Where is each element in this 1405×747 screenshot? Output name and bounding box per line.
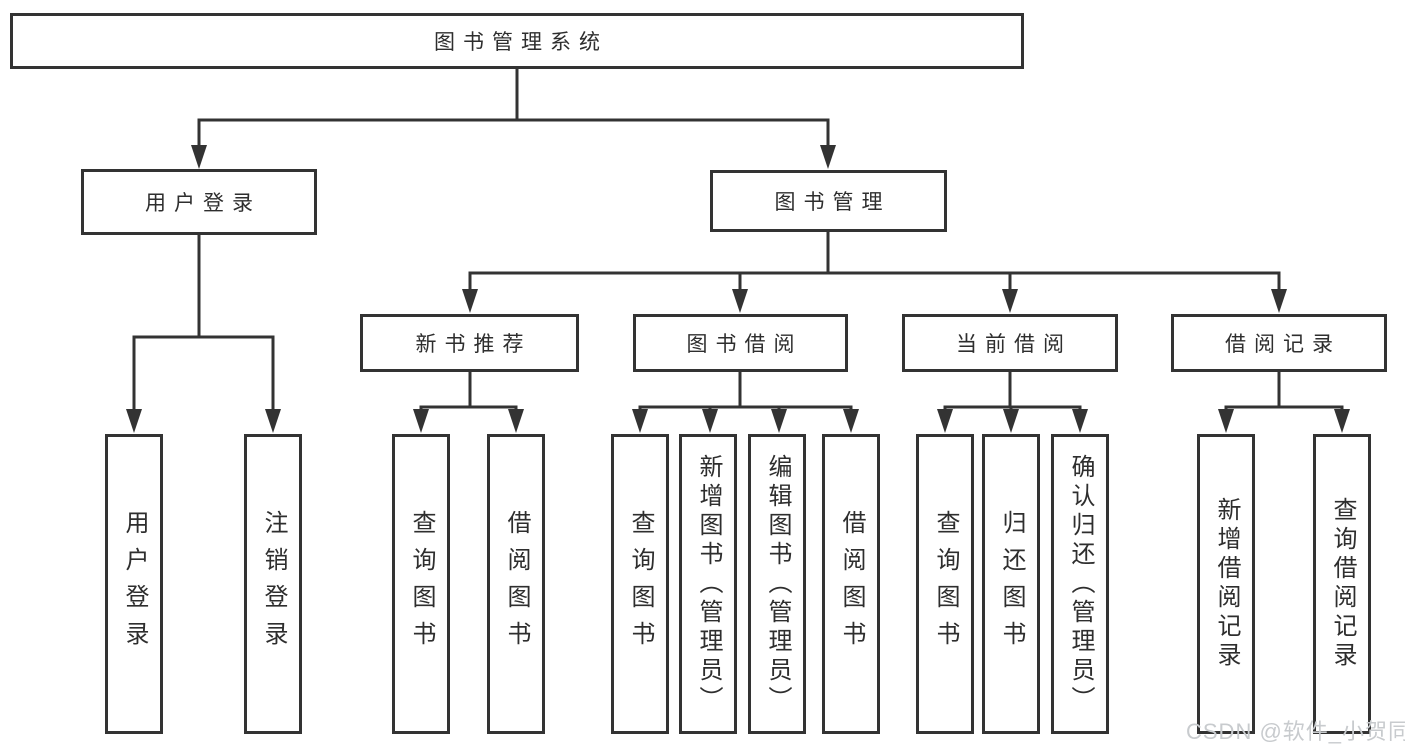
node-leaf-query-book-a: 查询图书 — [392, 434, 450, 734]
node-label-new-book-recommend: 新书推荐 — [415, 333, 532, 356]
node-label-leaf-edit-book: 编辑图书（管理员） — [764, 453, 791, 715]
node-label-leaf-query-book-a: 查询图书 — [408, 510, 435, 658]
node-book-management: 图书管理 — [710, 170, 947, 232]
node-leaf-return-book: 归还图书 — [982, 434, 1040, 734]
arrowhead-icon — [771, 409, 787, 433]
node-label-leaf-add-record: 新增借阅记录 — [1213, 497, 1240, 671]
node-label-book-borrowing: 图书借阅 — [686, 333, 803, 356]
arrowhead-icon — [508, 409, 524, 433]
node-book-borrowing: 图书借阅 — [633, 314, 848, 372]
arrowhead-icon — [820, 145, 836, 169]
node-label-leaf-borrow-book-b: 借阅图书 — [838, 510, 865, 658]
arrowhead-icon — [1334, 409, 1350, 433]
node-label-book-management: 图书管理 — [774, 191, 891, 214]
node-leaf-add-record: 新增借阅记录 — [1197, 434, 1255, 734]
arrowhead-icon — [265, 409, 281, 433]
node-leaf-confirm-return: 确认归还（管理员） — [1051, 434, 1109, 734]
arrowhead-icon — [191, 145, 207, 169]
node-leaf-query-book-c: 查询图书 — [916, 434, 974, 734]
watermark-text: CSDN @软件_小贺同学 — [1186, 719, 1405, 744]
arrowhead-icon — [732, 289, 748, 313]
node-label-leaf-query-book-c: 查询图书 — [932, 510, 959, 658]
node-label-leaf-user-login: 用户登录 — [121, 510, 148, 658]
node-label-leaf-confirm-return: 确认归还（管理员） — [1067, 453, 1094, 715]
node-label-leaf-return-book: 归还图书 — [998, 510, 1025, 658]
node-new-book-recommend: 新书推荐 — [360, 314, 579, 372]
node-leaf-add-book: 新增图书（管理员） — [679, 434, 737, 734]
arrowhead-icon — [413, 409, 429, 433]
node-label-root: 图书管理系统 — [434, 31, 608, 54]
node-leaf-query-record: 查询借阅记录 — [1313, 434, 1371, 734]
arrowhead-icon — [462, 289, 478, 313]
arrowhead-icon — [1218, 409, 1234, 433]
arrowhead-icon — [1003, 409, 1019, 433]
arrowhead-icon — [843, 409, 859, 433]
arrowhead-icon — [702, 409, 718, 433]
node-leaf-logout: 注销登录 — [244, 434, 302, 734]
arrowhead-icon — [1002, 289, 1018, 313]
arrowhead-icon — [126, 409, 142, 433]
arrowhead-icon — [1271, 289, 1287, 313]
arrowhead-icon — [1072, 409, 1088, 433]
node-root: 图书管理系统 — [10, 13, 1024, 69]
node-label-user-login-branch: 用户登录 — [145, 192, 261, 215]
node-label-leaf-borrow-book-a: 借阅图书 — [503, 510, 530, 658]
node-label-borrowing-records: 借阅记录 — [1225, 333, 1341, 356]
node-leaf-borrow-book-b: 借阅图书 — [822, 434, 880, 734]
arrowhead-icon — [937, 409, 953, 433]
node-leaf-edit-book: 编辑图书（管理员） — [748, 434, 806, 734]
node-label-leaf-query-book-b: 查询图书 — [627, 510, 654, 658]
node-user-login-branch: 用户登录 — [81, 169, 317, 235]
node-current-borrowing: 当前借阅 — [902, 314, 1118, 372]
arrowhead-icon — [632, 409, 648, 433]
node-label-leaf-query-record: 查询借阅记录 — [1329, 497, 1356, 671]
node-label-leaf-logout: 注销登录 — [260, 510, 287, 658]
node-leaf-query-book-b: 查询图书 — [611, 434, 669, 734]
node-leaf-user-login: 用户登录 — [105, 434, 163, 734]
node-leaf-borrow-book-a: 借阅图书 — [487, 434, 545, 734]
node-label-current-borrowing: 当前借阅 — [956, 333, 1072, 356]
node-label-leaf-add-book: 新增图书（管理员） — [695, 453, 722, 715]
node-borrowing-records: 借阅记录 — [1171, 314, 1387, 372]
